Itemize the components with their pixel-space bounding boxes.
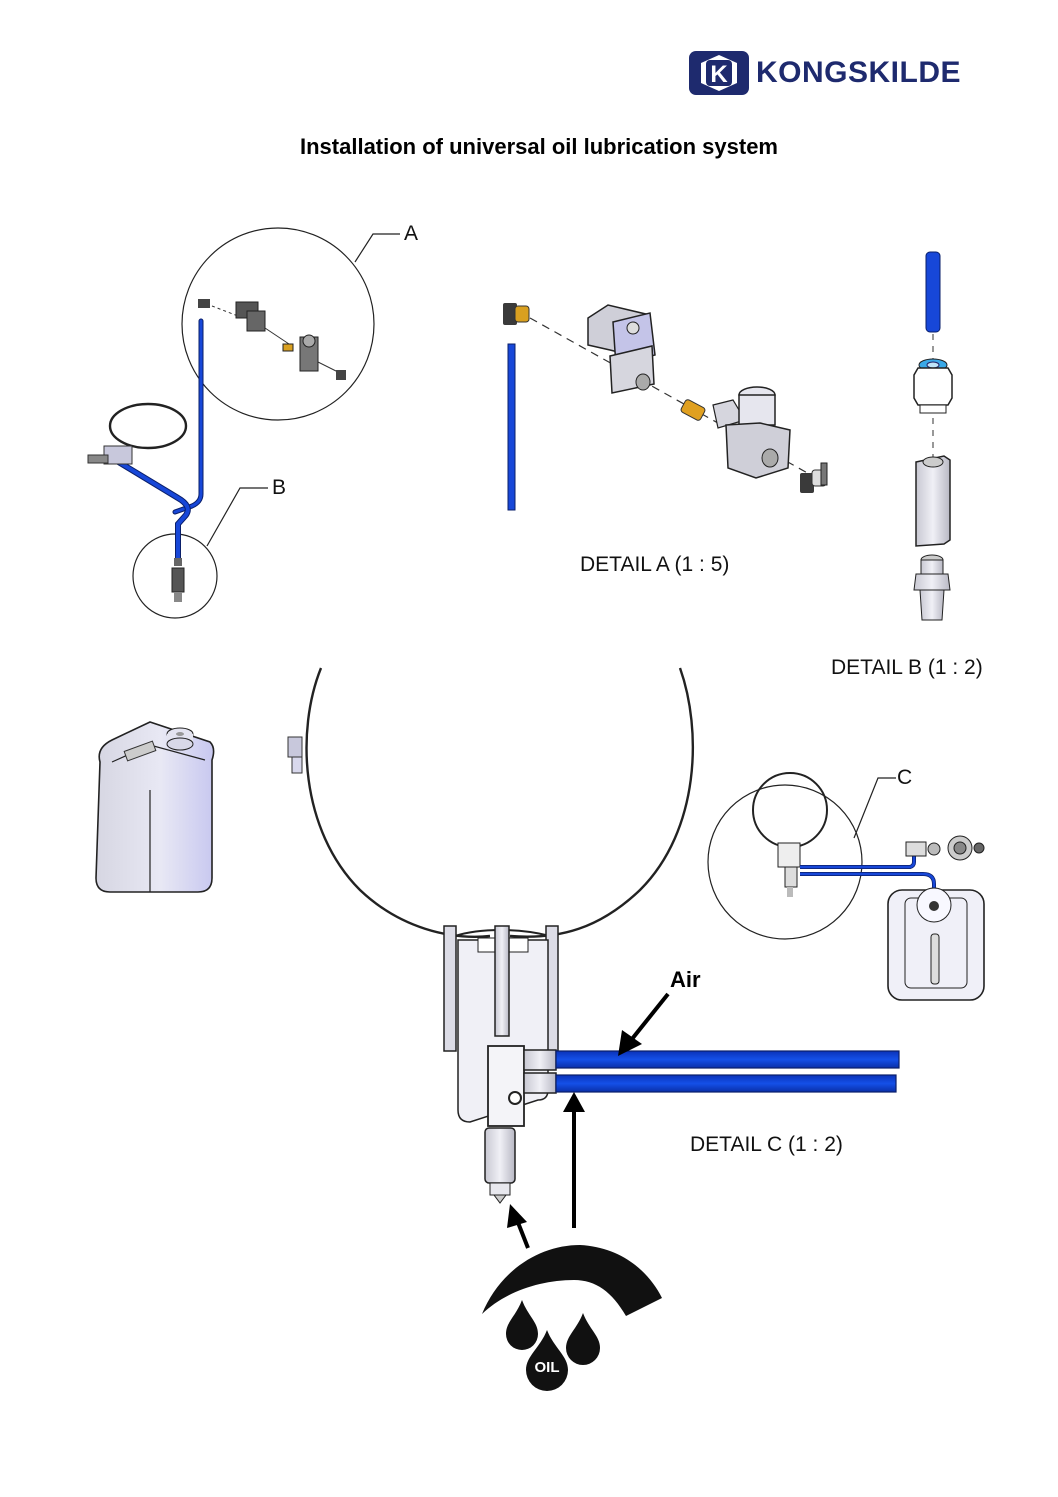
oil-canister [95, 721, 215, 893]
page-title: Installation of universal oil lubricatio… [300, 134, 778, 159]
callout-b: B [272, 476, 287, 499]
oil-arc [482, 1245, 662, 1316]
detail-c-leader [853, 777, 896, 839]
detail-c-circle [707, 784, 863, 940]
air-label: Air [670, 967, 701, 992]
air-arrow [626, 992, 670, 1046]
detail-a-drawing [503, 303, 827, 511]
detail-b-leader [206, 487, 268, 547]
push-in-fitting [913, 358, 953, 414]
oil-text: OIL [535, 1359, 560, 1376]
blue-tube-detail-a [507, 343, 516, 511]
elbow-fitting-left [503, 303, 517, 325]
spray-arrow [515, 1219, 530, 1249]
solenoid-valve [587, 304, 656, 394]
detail-c-inset [707, 772, 985, 1001]
kongskilde-logo: K KONGSKILDE [688, 50, 961, 96]
pressure-regulator [712, 386, 791, 479]
blue-tube-detail-b [925, 251, 941, 333]
detail-b-label: DETAIL B (1 : 2) [831, 656, 983, 679]
logo-badge-icon: K [689, 51, 749, 95]
mini-valve-group [198, 299, 346, 380]
oil-drop-left [506, 1300, 538, 1350]
oil-drop-center [526, 1330, 568, 1391]
detail-c-drawing [287, 667, 900, 1249]
detail-a-circle [181, 227, 375, 421]
elbow-fitting-right [800, 473, 814, 493]
oil-drop-right [566, 1313, 600, 1365]
detail-a-leader [354, 233, 400, 263]
callout-a: A [404, 222, 419, 245]
detail-c-label: DETAIL C (1 : 2) [690, 1133, 843, 1156]
callout-c: C [897, 766, 913, 789]
air-tube [555, 1050, 900, 1069]
overview-assembly [87, 227, 400, 619]
brand-name: KONGSKILDE [756, 56, 962, 89]
threaded-nipple [913, 554, 951, 621]
detail-b-drawing [820, 251, 953, 621]
brass-coupling [680, 399, 706, 421]
oil-icon: OIL [482, 1245, 662, 1391]
logo-letter: K [710, 61, 728, 88]
hex-adapter [915, 455, 951, 547]
detail-a-label: DETAIL A (1 : 5) [580, 553, 730, 576]
oil-tube [555, 1074, 897, 1093]
